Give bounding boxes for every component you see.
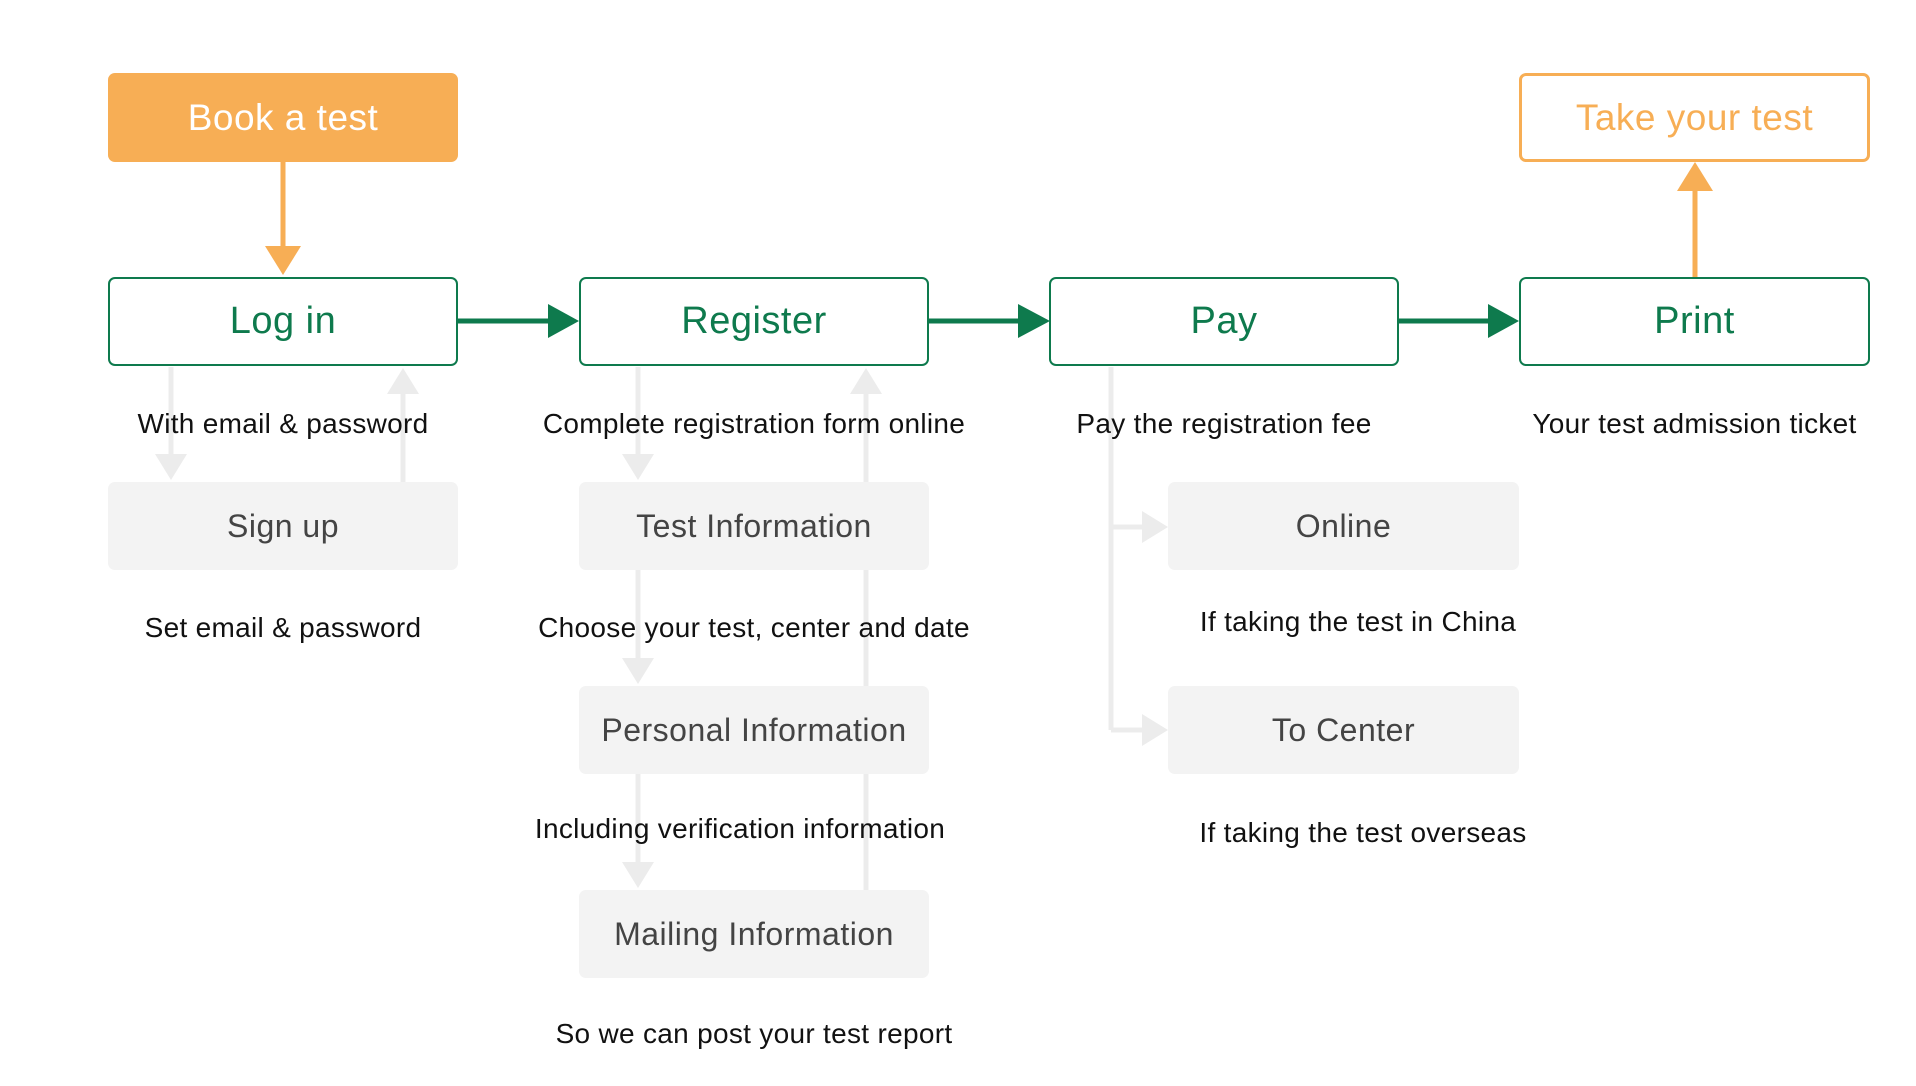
login-to-register-arrow [458,304,579,338]
step-register[interactable]: Register [579,277,929,366]
personal-information-description: Including verification information [534,813,946,844]
pay-online-description: If taking the test in China [1199,606,1517,637]
mailing-information-box[interactable]: Mailing Information [579,890,929,978]
book-a-test-button[interactable]: Book a test [108,73,458,162]
register-to-pay-arrow [929,304,1050,338]
login-signup-connectors [155,367,419,482]
take-your-test-button[interactable]: Take your test [1519,73,1870,162]
pay-online-box[interactable]: Online [1168,482,1519,570]
test-information-box[interactable]: Test Information [579,482,929,570]
step-pay[interactable]: Pay [1049,277,1399,366]
pay-description: Pay the registration fee [1076,408,1372,439]
pay-sub-connectors [1108,367,1168,746]
register-sub-connectors [622,367,882,890]
step-print[interactable]: Print [1519,277,1870,366]
book-to-login-arrow [265,162,301,275]
register-description: Complete registration form online [542,408,966,439]
login-description: With email & password [137,408,429,439]
signup-box[interactable]: Sign up [108,482,458,570]
mailing-information-description: So we can post your test report [555,1018,953,1049]
test-information-description: Choose your test, center and date [538,612,970,643]
pay-to-center-box[interactable]: To Center [1168,686,1519,774]
step-login[interactable]: Log in [108,277,458,366]
pay-to-center-description: If taking the test overseas [1199,817,1527,848]
signup-description: Set email & password [144,612,422,643]
pay-to-print-arrow [1399,304,1519,338]
print-to-take-arrow [1677,162,1713,277]
personal-information-box[interactable]: Personal Information [579,686,929,774]
print-description: Your test admission ticket [1532,408,1857,439]
